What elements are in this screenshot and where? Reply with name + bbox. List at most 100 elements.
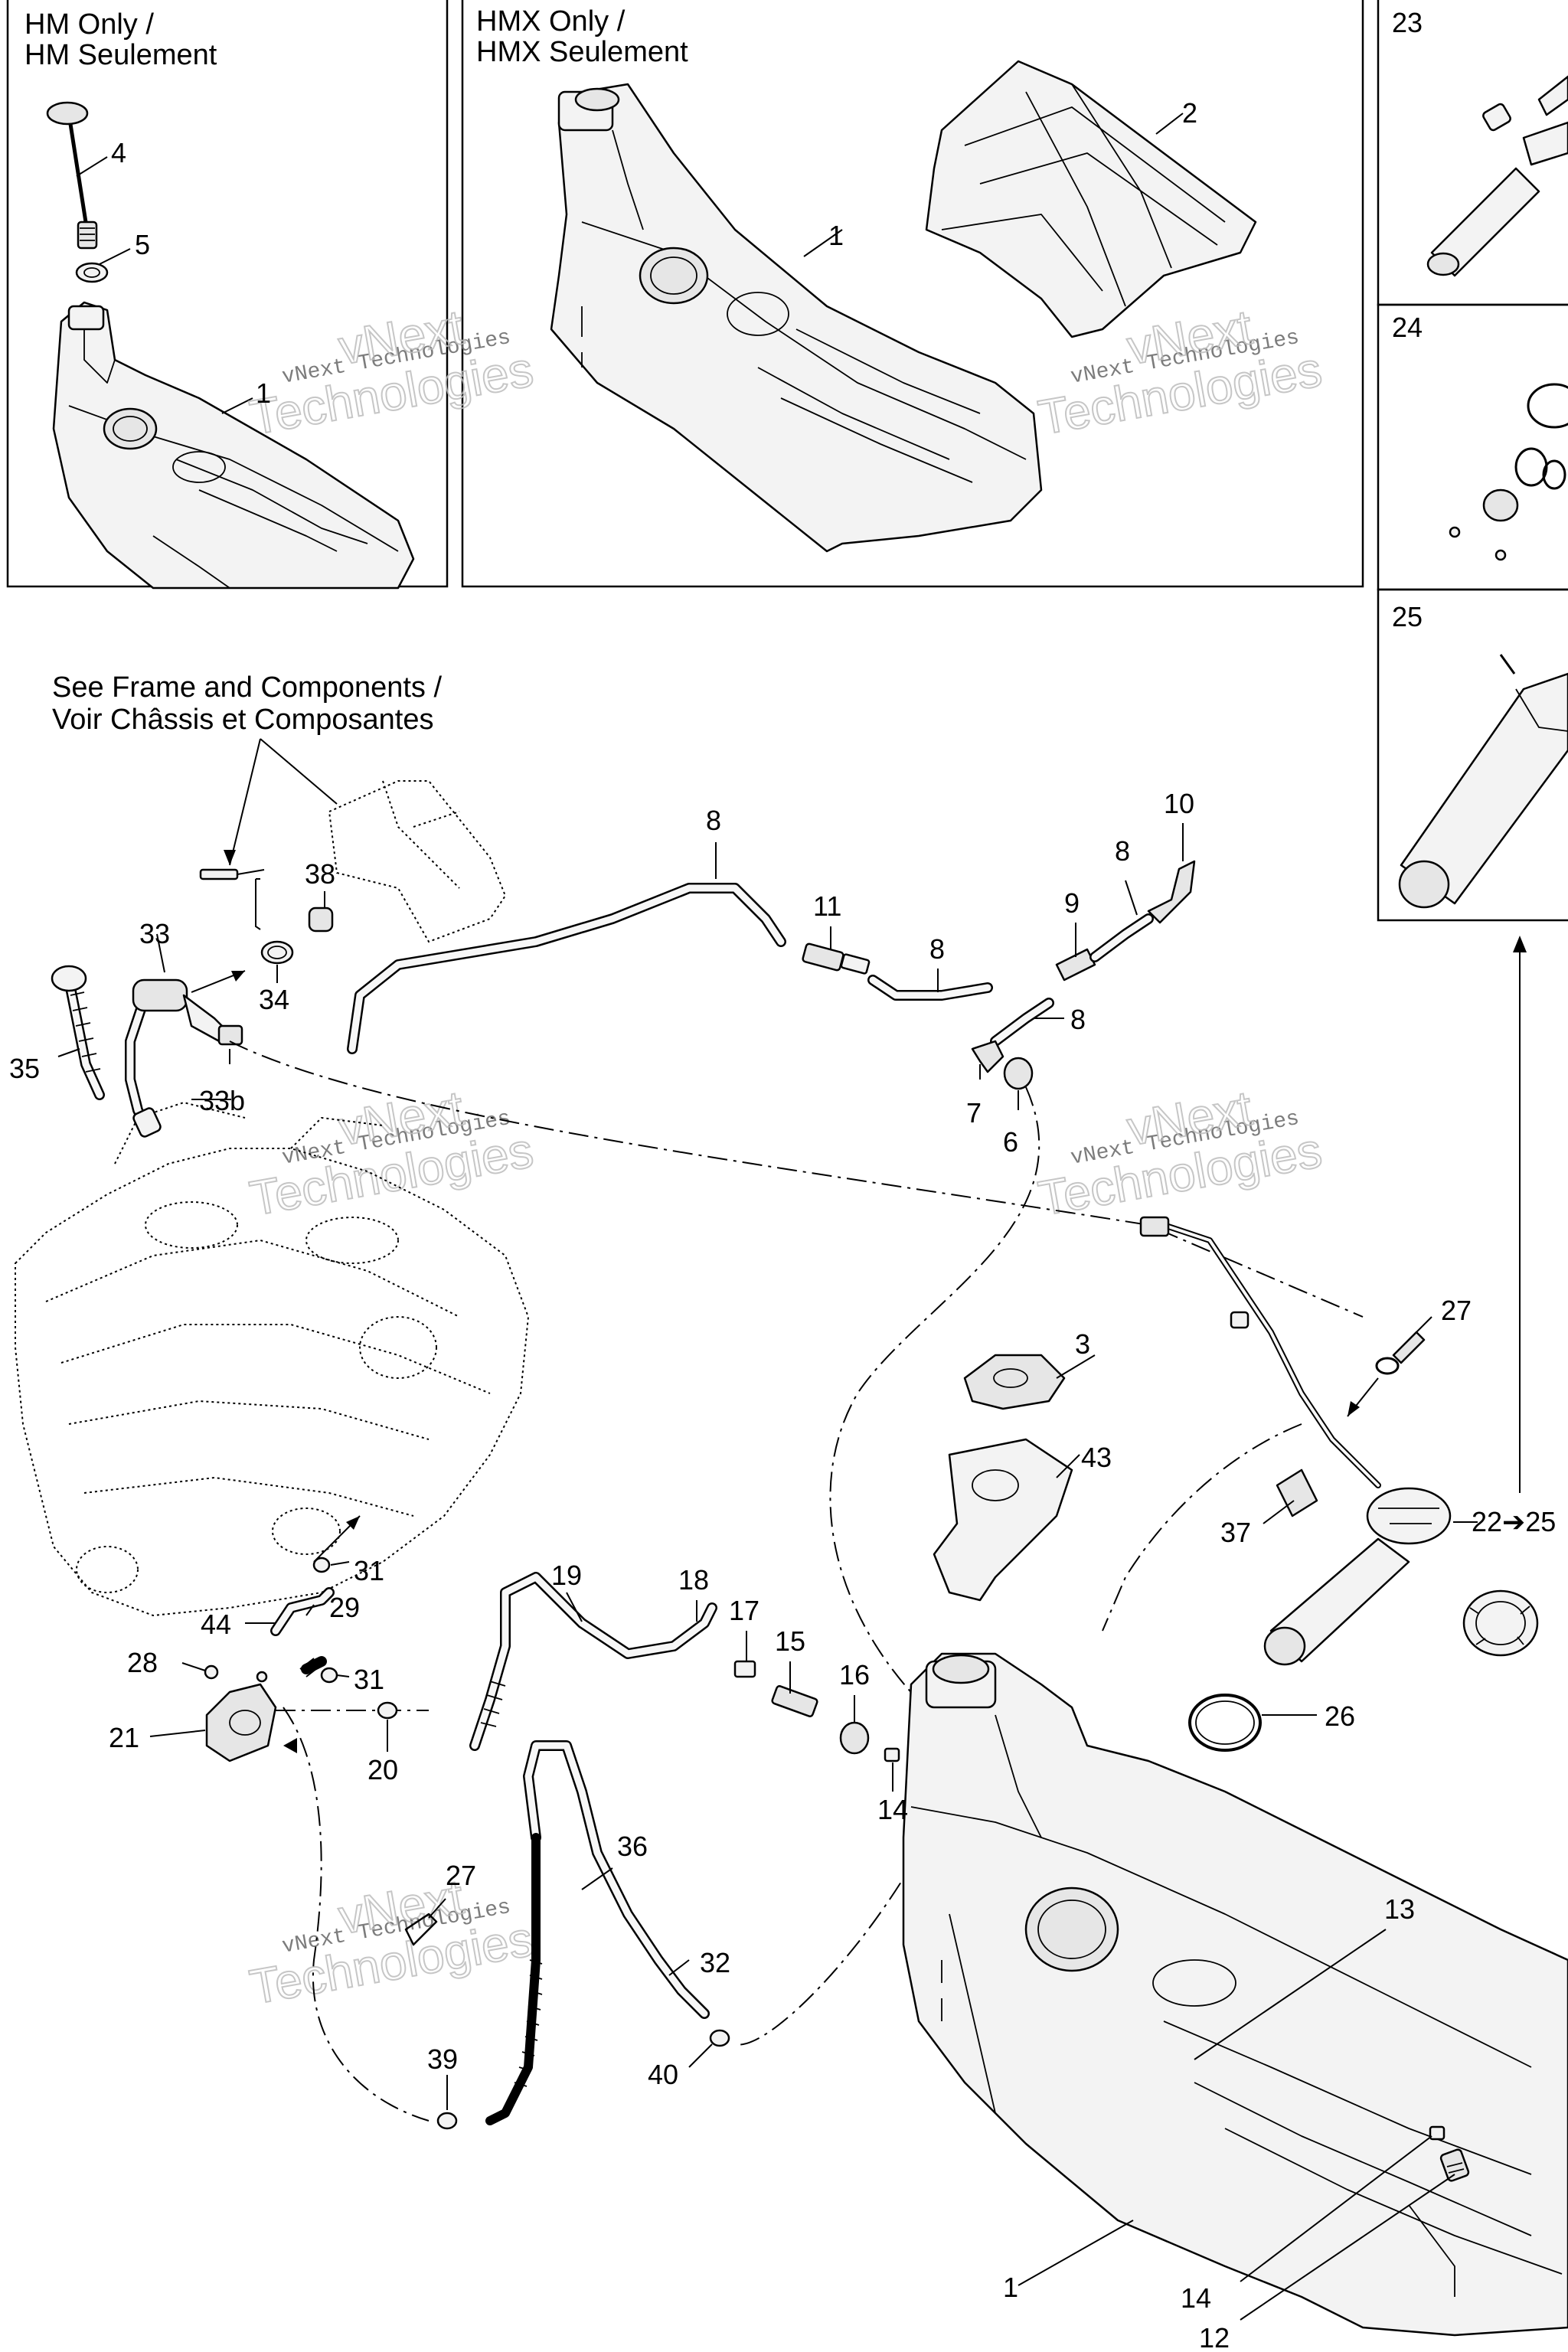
grommet-16: [839, 1721, 870, 1755]
hm-dipstick: [46, 101, 98, 250]
callout-24: 24: [1392, 312, 1423, 343]
callout-33b: 33b: [199, 1085, 245, 1116]
note-arrow: [224, 850, 236, 865]
callout-2: 2: [1182, 97, 1197, 129]
fuel-sender-harness: [1139, 1216, 1381, 1488]
clamp-20: [377, 1701, 398, 1720]
routing-line-1: [229, 1040, 1364, 1318]
note-leader: [229, 738, 338, 866]
callout-16: 16: [839, 1659, 870, 1690]
routing-line-4: [734, 1852, 920, 2046]
grommet-6: [1003, 1057, 1034, 1090]
routing-line-3: [1102, 1423, 1302, 1632]
callout-19: 19: [551, 1560, 582, 1591]
callout-17: 17: [729, 1595, 760, 1626]
panel-hmx-title-2: HMX Seulement: [476, 36, 688, 68]
hose-19: [469, 1572, 717, 1751]
panel-25: [1377, 588, 1568, 922]
callout-43: 43: [1081, 1442, 1112, 1473]
fitting-15: [771, 1685, 818, 1717]
callout-39: 39: [427, 2043, 458, 2075]
callout-27-b: 27: [446, 1860, 476, 1891]
callout-27-a: 27: [1441, 1295, 1472, 1326]
hose-8-long: [347, 883, 786, 1054]
callout-36: 36: [617, 1831, 648, 1862]
check-valve-9: [1055, 913, 1154, 982]
hose-8-mid: [867, 975, 993, 1001]
callouts: 4 5 1 1 2 8 11 8 9 8 10 8 7 6 33 38 34 3…: [9, 97, 1556, 2352]
callout-37: 37: [1220, 1517, 1251, 1548]
hm-grommet: [75, 262, 109, 283]
bushing-38: [308, 906, 334, 933]
callout-31-a: 31: [354, 1555, 384, 1586]
callout-8-c: 8: [1115, 835, 1130, 867]
callout-3: 3: [1075, 1328, 1090, 1360]
callout-26: 26: [1325, 1700, 1355, 1732]
fuel-pump-part: [1426, 75, 1568, 277]
engine-outline: [15, 1101, 530, 1617]
callout-4: 4: [111, 137, 126, 168]
routing-line-2: [829, 1086, 1040, 1731]
fitting-17: [733, 1660, 756, 1678]
callout-15: 15: [775, 1625, 805, 1657]
clamp-31-b: [320, 1667, 338, 1684]
callout-29: 29: [329, 1592, 360, 1623]
cable-tie-27: [1375, 1331, 1426, 1375]
frame-bracket: [199, 780, 507, 943]
callout-35: 35: [9, 1053, 40, 1084]
callout-1-main: 1: [1003, 2272, 1018, 2303]
callout-38: 38: [305, 858, 335, 890]
hose-33: [125, 978, 243, 1138]
panel-hmx-title-1: HMX Only /: [476, 5, 626, 38]
rail-arrow: [283, 1738, 297, 1753]
fuel-rail-21: [204, 1664, 277, 1762]
clamp-39: [436, 2112, 458, 2130]
fitting-11: [802, 942, 871, 975]
elbow-7: [971, 1040, 1004, 1073]
note-line-2: Voir Châssis et Composantes: [52, 704, 433, 736]
callout-21: 21: [109, 1722, 139, 1753]
panel-hm-title-1: HM Only /: [24, 8, 154, 41]
vent-valve-12: [1439, 2148, 1470, 2182]
panel-hmx: [461, 0, 1364, 588]
callout-14-b: 14: [877, 1794, 908, 1825]
callout-12: 12: [1199, 2322, 1230, 2352]
callout-10: 10: [1164, 788, 1194, 819]
panel-24: [1377, 303, 1568, 591]
leader-lines: [57, 823, 1521, 2321]
callout-1-hmx: 1: [828, 220, 844, 251]
hmx-tank-guard: [925, 60, 1257, 338]
callout-25: 25: [1392, 601, 1423, 632]
callout-32: 32: [700, 1947, 730, 1978]
cable-tie-27-lower: [404, 1913, 438, 1946]
connector-10: [1147, 860, 1196, 924]
hose-35: [51, 965, 105, 1100]
callout-8-d: 8: [1070, 1004, 1086, 1035]
callout-11: 11: [813, 890, 841, 922]
callout-9: 9: [1064, 887, 1080, 919]
callout-13: 13: [1384, 1893, 1415, 1925]
note-line-1: See Frame and Components /: [52, 671, 442, 704]
fuel-cap-3: [963, 1354, 1066, 1410]
callout-40: 40: [648, 2059, 678, 2090]
hmx-fuel-tank: [550, 83, 1043, 553]
callout-5: 5: [135, 229, 150, 260]
lock-ring: [1462, 1589, 1539, 1657]
callout-1-hm: 1: [256, 377, 271, 409]
fuel-pump-assembly: [1263, 1487, 1452, 1666]
callout-14-a: 14: [1181, 2282, 1211, 2314]
hose-29: [270, 1587, 335, 1677]
arrow-up-to-panel: [1513, 936, 1527, 952]
clamp-40: [709, 2029, 730, 2047]
clamp-34: [260, 940, 294, 965]
callout-20: 20: [368, 1754, 398, 1785]
callout-7: 7: [966, 1097, 982, 1129]
pump-seal-kit: [1449, 383, 1568, 561]
callout-33: 33: [139, 918, 170, 949]
callout-18: 18: [678, 1564, 709, 1596]
callout-23: 23: [1392, 7, 1423, 38]
panel-hm-title-2: HM Seulement: [24, 39, 217, 71]
hm-fuel-tank: [52, 301, 415, 590]
callout-34: 34: [259, 984, 289, 1015]
